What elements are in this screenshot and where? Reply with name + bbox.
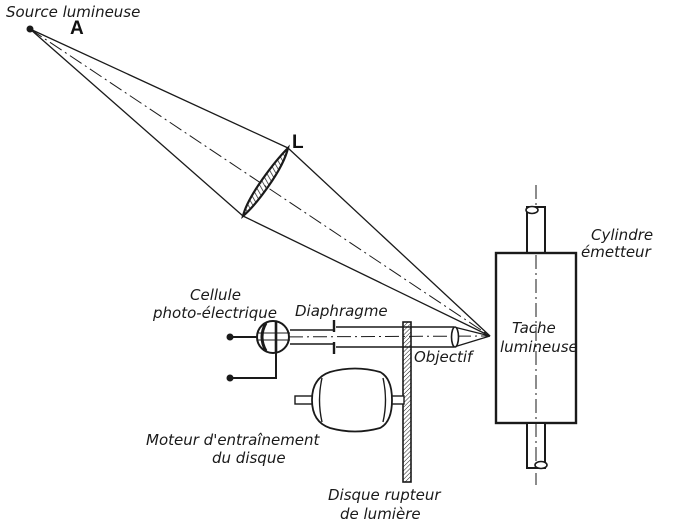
label-spot-2: lumineuse — [500, 338, 578, 356]
label-cylinder-2: émetteur — [581, 243, 652, 261]
disc-motor — [294, 367, 405, 433]
label-motor-1: Moteur d'entraînement — [146, 431, 321, 449]
label-disc-1: Disque rupteur — [328, 486, 441, 504]
photoelectric-cell — [226, 320, 290, 382]
ray-lower — [29, 28, 244, 217]
cell-cathode — [260, 322, 268, 352]
label-lens-l: L — [292, 132, 304, 153]
ray-converge-upper — [287, 147, 491, 337]
shaft-top-cut — [525, 205, 539, 215]
motor-body — [311, 367, 393, 433]
objective-body — [450, 326, 460, 348]
label-cell-2: photo-électrique — [152, 304, 277, 322]
terminal-top — [226, 333, 234, 341]
terminal-bottom — [226, 374, 234, 382]
label-motor-2: du disque — [212, 449, 286, 467]
ray-converge-lower — [242, 215, 491, 337]
beam-to-objective-upper — [453, 326, 491, 337]
label-diaphragm: Diaphragme — [295, 302, 388, 320]
transmitting-cylinder — [494, 185, 578, 485]
condenser-lens — [241, 144, 290, 220]
motor-end-cap-right — [382, 377, 387, 423]
label-spot-1: Tache — [512, 319, 556, 337]
label-cylinder-1: Cylindre — [591, 226, 653, 244]
label-cell-1: Cellule — [190, 286, 241, 304]
diaphragm — [290, 320, 336, 354]
shaft-bottom-cut — [534, 460, 548, 470]
beam-to-objective-lower — [453, 335, 491, 348]
objective-lens — [450, 326, 460, 348]
converging-light-cone — [242, 147, 491, 337]
motor-end-cap-left — [318, 377, 323, 423]
label-point-a: A — [70, 18, 84, 39]
wire-bottom — [230, 353, 277, 379]
lens-body — [241, 144, 290, 220]
ray-upper — [29, 28, 289, 149]
label-disc-2: de lumière — [340, 505, 421, 523]
label-objective: Objectif — [414, 348, 475, 366]
label-source: Source lumineuse — [6, 3, 140, 21]
